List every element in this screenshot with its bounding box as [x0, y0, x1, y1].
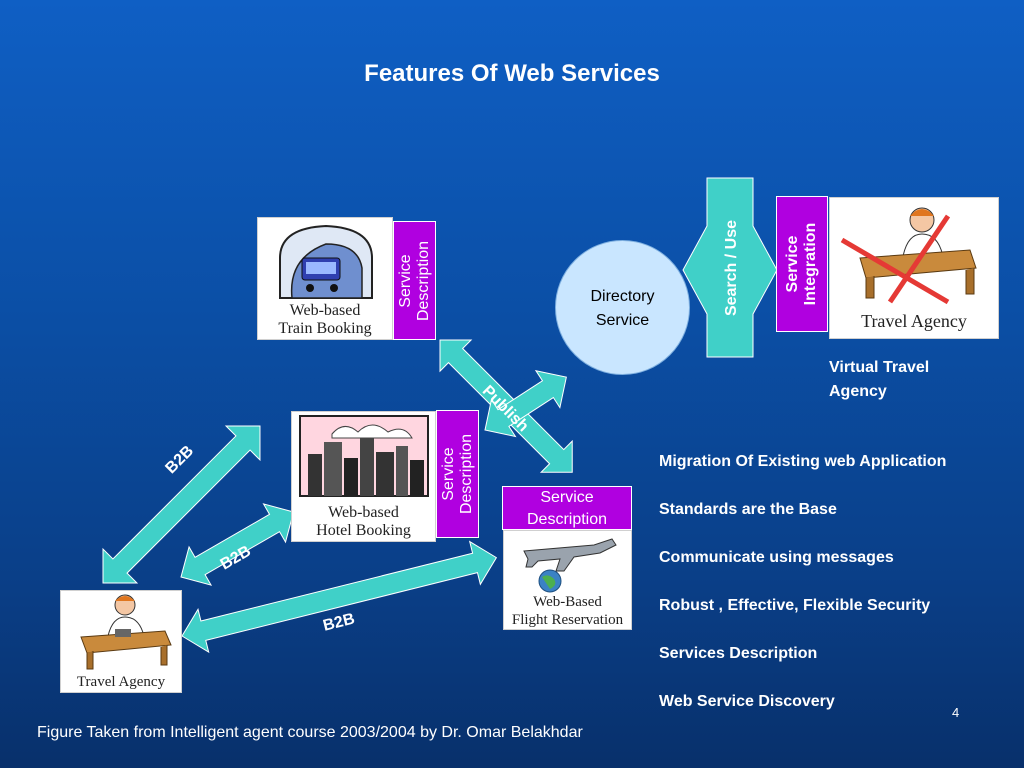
travel-agency-card: Travel Agency	[60, 590, 182, 693]
feature-item: Migration Of Existing web Application	[659, 453, 947, 470]
flight-service-description-tag: Service Description	[502, 486, 632, 530]
features-list: Migration Of Existing web Application St…	[659, 450, 1019, 738]
directory-service-label: Directory Service	[590, 288, 655, 329]
feature-item: Services Description	[659, 645, 818, 662]
crossed-travel-agent-icon	[840, 207, 977, 305]
b2b-flight-arrow: B2B	[181, 540, 498, 654]
hotel-service-description-tag: Service Description	[436, 410, 479, 538]
feature-item: Standards are the Base	[659, 501, 837, 518]
travel-agent-icon	[80, 594, 172, 670]
hotel-city-icon	[299, 415, 429, 497]
train-booking-card: Web-based Train Booking	[257, 217, 393, 340]
hotel-booking-card: Web-based Hotel Booking	[291, 411, 436, 542]
feature-item: Communicate using messages	[659, 549, 894, 566]
flight-reservation-label: Web-Based Flight Reservation	[511, 594, 624, 628]
b2b-flight-label: B2B	[321, 611, 356, 635]
search-use-label: Search / Use	[723, 220, 740, 316]
flight-service-description-text: Service Description	[526, 489, 608, 528]
train-service-description-tag: Service Description	[393, 221, 436, 340]
service-integration-tag: Service Integration	[776, 196, 828, 332]
figure-credit: Figure Taken from Intelligent agent cour…	[37, 724, 583, 741]
service-integration-text: Service Integration	[784, 222, 819, 306]
virtual-card-label: Travel Agency	[861, 311, 967, 331]
virtual-travel-agency-card: Travel Agency	[829, 197, 999, 339]
publish-arrows: Publish	[439, 339, 573, 473]
airplane-globe-icon	[523, 538, 617, 593]
page-number: 4	[952, 705, 960, 720]
flight-reservation-card: Web-Based Flight Reservation	[503, 530, 632, 630]
search-use-arrow: Search / Use	[682, 177, 778, 358]
train-booking-label: Web-based Train Booking	[278, 302, 372, 337]
feature-item: Robust , Effective, Flexible Security	[659, 597, 931, 614]
b2b-train-label: B2B	[162, 442, 197, 477]
train-icon	[279, 224, 373, 299]
slide-title: Features Of Web Services	[364, 60, 660, 87]
virtual-travel-agency-caption: Virtual Travel Agency	[829, 359, 930, 400]
train-service-description-text: Service Description	[396, 240, 432, 321]
hotel-booking-label: Web-based Hotel Booking	[316, 504, 411, 539]
b2b-train-arrow: B2B	[102, 425, 261, 584]
directory-service-circle: Directory Service	[555, 240, 690, 375]
hotel-service-description-text: Service Description	[439, 433, 475, 515]
feature-item: Web Service Discovery	[659, 693, 835, 710]
travel-agency-label: Travel Agency	[76, 674, 166, 690]
